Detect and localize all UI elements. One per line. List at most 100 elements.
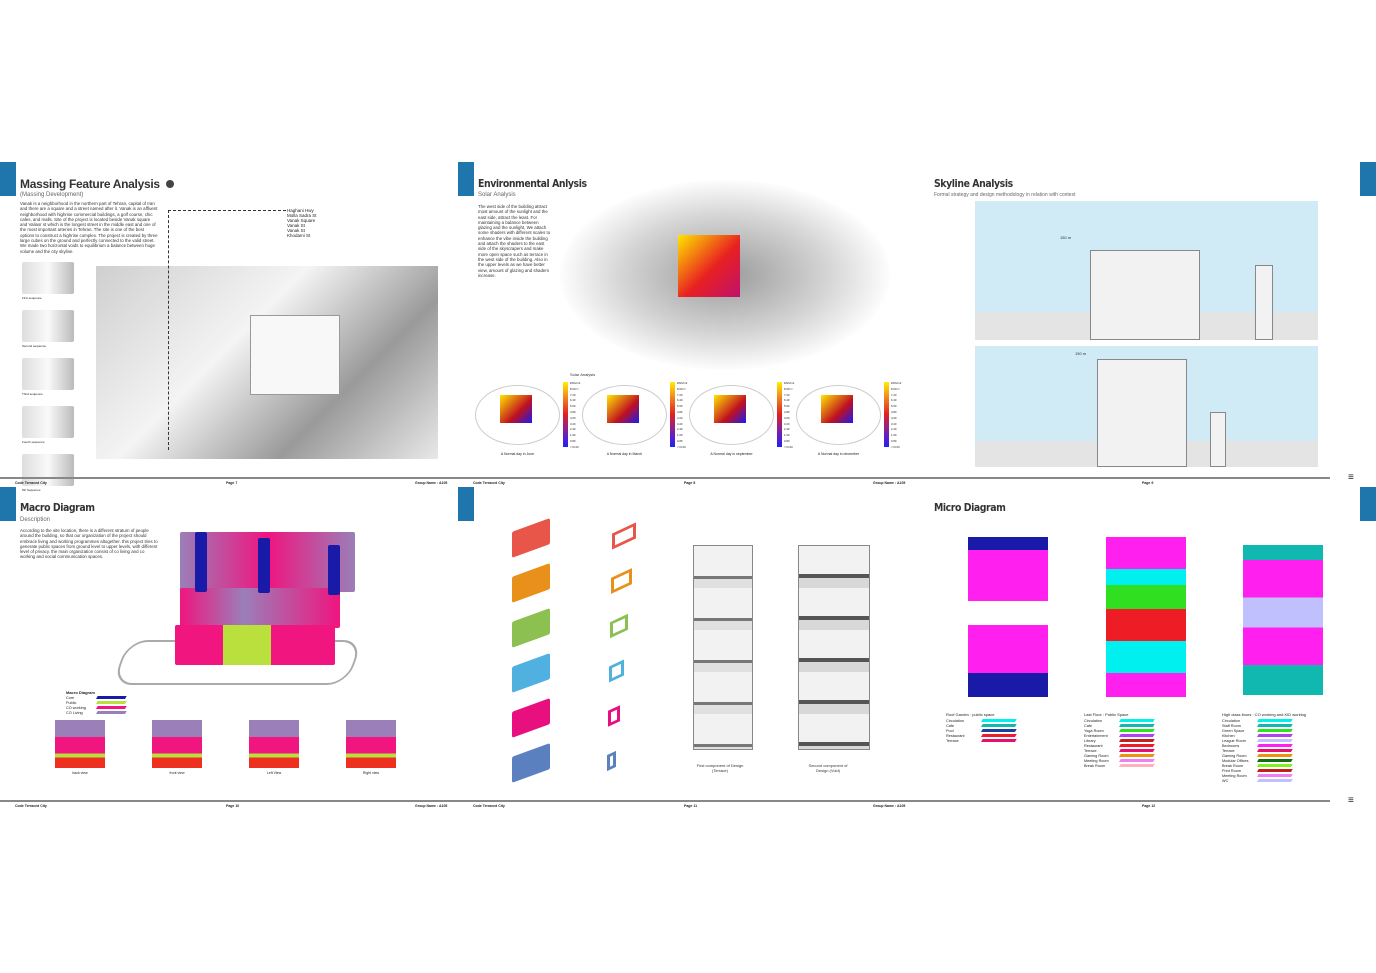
floor-plan-last-floor [1106, 537, 1186, 697]
footer-page-number: Page 9 [1142, 481, 1154, 485]
scale-tick: 2.40 [784, 427, 790, 432]
legend-item: Public [66, 700, 127, 705]
legend-swatch [96, 711, 127, 714]
terrace-module [512, 608, 550, 648]
legend-label: Restaurant [1084, 743, 1103, 748]
footer-divider [0, 477, 1330, 479]
scale-tick: 3.20 [784, 421, 790, 426]
street-label: Haghani Hwy [287, 208, 314, 213]
legend-item: CO working [66, 705, 127, 710]
page-title: Massing Feature Analysis [20, 177, 160, 191]
scale-title: kWh/m2 [570, 381, 581, 385]
legend-label: Gaming Room [1084, 753, 1109, 758]
shader-frame [608, 705, 620, 727]
massing-step-label: Third sequence [22, 392, 43, 396]
legend-item: Terrace [946, 738, 1066, 743]
legend-item: Print Room [1222, 768, 1342, 773]
legend-item: Circulation [1084, 718, 1204, 723]
legend-swatch [1257, 769, 1293, 772]
footer-group-name: Group Name : A105 [415, 481, 448, 485]
scale-tick: 7.20 [677, 392, 683, 397]
legend-swatch [1119, 734, 1155, 737]
legend-item: Circulation [1222, 718, 1342, 723]
legend-label: Entertainment [1084, 733, 1108, 738]
scale-tick: 4.00 [891, 415, 897, 420]
legend-swatch [1257, 734, 1293, 737]
legend-item: Entertainment [1084, 733, 1204, 738]
scale-tick: 7.20 [570, 392, 576, 397]
legend-swatch [981, 729, 1017, 732]
scale-tick: 4.00 [677, 415, 683, 420]
component-caption: First component of Design (Terrace) [696, 763, 744, 773]
legend-item: Green Space [1222, 728, 1342, 733]
legend-item: Bedrooms [1222, 743, 1342, 748]
massing-step-image [22, 358, 74, 390]
legend-item: Circulation [946, 718, 1066, 723]
massing-step-image [22, 262, 74, 294]
scale-title: kWh/m2 [784, 381, 795, 385]
legend-swatch [1119, 729, 1155, 732]
legend-item: Terrace [1222, 748, 1342, 753]
page-description: Vanak is a neighborhood in the northern … [20, 201, 158, 254]
solar-massing [714, 395, 746, 423]
terrace-module [512, 563, 550, 603]
legend-swatch [981, 724, 1017, 727]
legend-swatch [1257, 739, 1293, 742]
scale-title: kWh/m2 [891, 381, 902, 385]
legend-swatch [1119, 754, 1155, 757]
legend-label: Print Room [1222, 768, 1241, 773]
legend-title: Macro Diagram [66, 690, 95, 695]
street-label: Khodami St [287, 233, 311, 238]
footer-page-number: Page 7 [226, 481, 238, 485]
shader-frame [607, 750, 616, 772]
scale-tick: 2.40 [677, 427, 683, 432]
page-tab-marker [0, 162, 16, 196]
legend-swatch [1257, 744, 1293, 747]
page-title: Environmental Anlysis [478, 177, 587, 190]
legend-swatch [1257, 719, 1293, 722]
massing-step-label: Second sequence [22, 344, 47, 348]
view-caption: Left View [266, 771, 282, 775]
scale-tick: 7.20 [891, 392, 897, 397]
view-caption: Right view [362, 771, 380, 775]
legend-label: Core [66, 695, 75, 700]
massing-step: Fourth sequence [20, 406, 80, 446]
legend-item: Staff Room [1222, 723, 1342, 728]
street-label: Vanak Square [287, 218, 316, 223]
massing-step: First sequence [20, 262, 80, 302]
scale-tick: 0.80 [891, 438, 897, 443]
scale-tick: 7.20 [784, 392, 790, 397]
legend-item: Gaming Room [1084, 753, 1204, 758]
page-tab-marker [0, 487, 16, 521]
massing-step-label: Fourth sequence [22, 440, 45, 444]
legend-label: Circulation [1222, 718, 1240, 723]
legend-item: Restaurant [1084, 743, 1204, 748]
legend-item: WC [1222, 778, 1342, 783]
legend-item: Cafe [1084, 723, 1204, 728]
footer-project-name: Code Terraced City [15, 481, 47, 485]
terrace-module [512, 653, 550, 693]
legend-swatch [1119, 764, 1155, 767]
scale-tick: 6.40 [891, 398, 897, 403]
legend-item: Core [66, 695, 127, 700]
legend-item: Meeting Room [1222, 773, 1342, 778]
footer-group-name: Group Name : A105 [415, 804, 448, 808]
legend-label: League Room [1222, 738, 1246, 743]
scale-tick: 1.60 [570, 433, 576, 438]
scale-tick: <=0.00 [570, 444, 579, 449]
scale-tick: 2.40 [570, 427, 576, 432]
legend-label: Yoga Room [1084, 728, 1104, 733]
solar-caption: A Normal day in december [817, 452, 860, 456]
scale-tick: 4.00 [784, 415, 790, 420]
terrace-module [512, 518, 550, 558]
legend-label: Terrace [1084, 748, 1097, 753]
legend-swatch [1119, 719, 1155, 722]
scale-tick: 4.80 [677, 409, 683, 414]
legend-label: Circulation [1084, 718, 1102, 723]
page-tab-marker [458, 162, 474, 196]
